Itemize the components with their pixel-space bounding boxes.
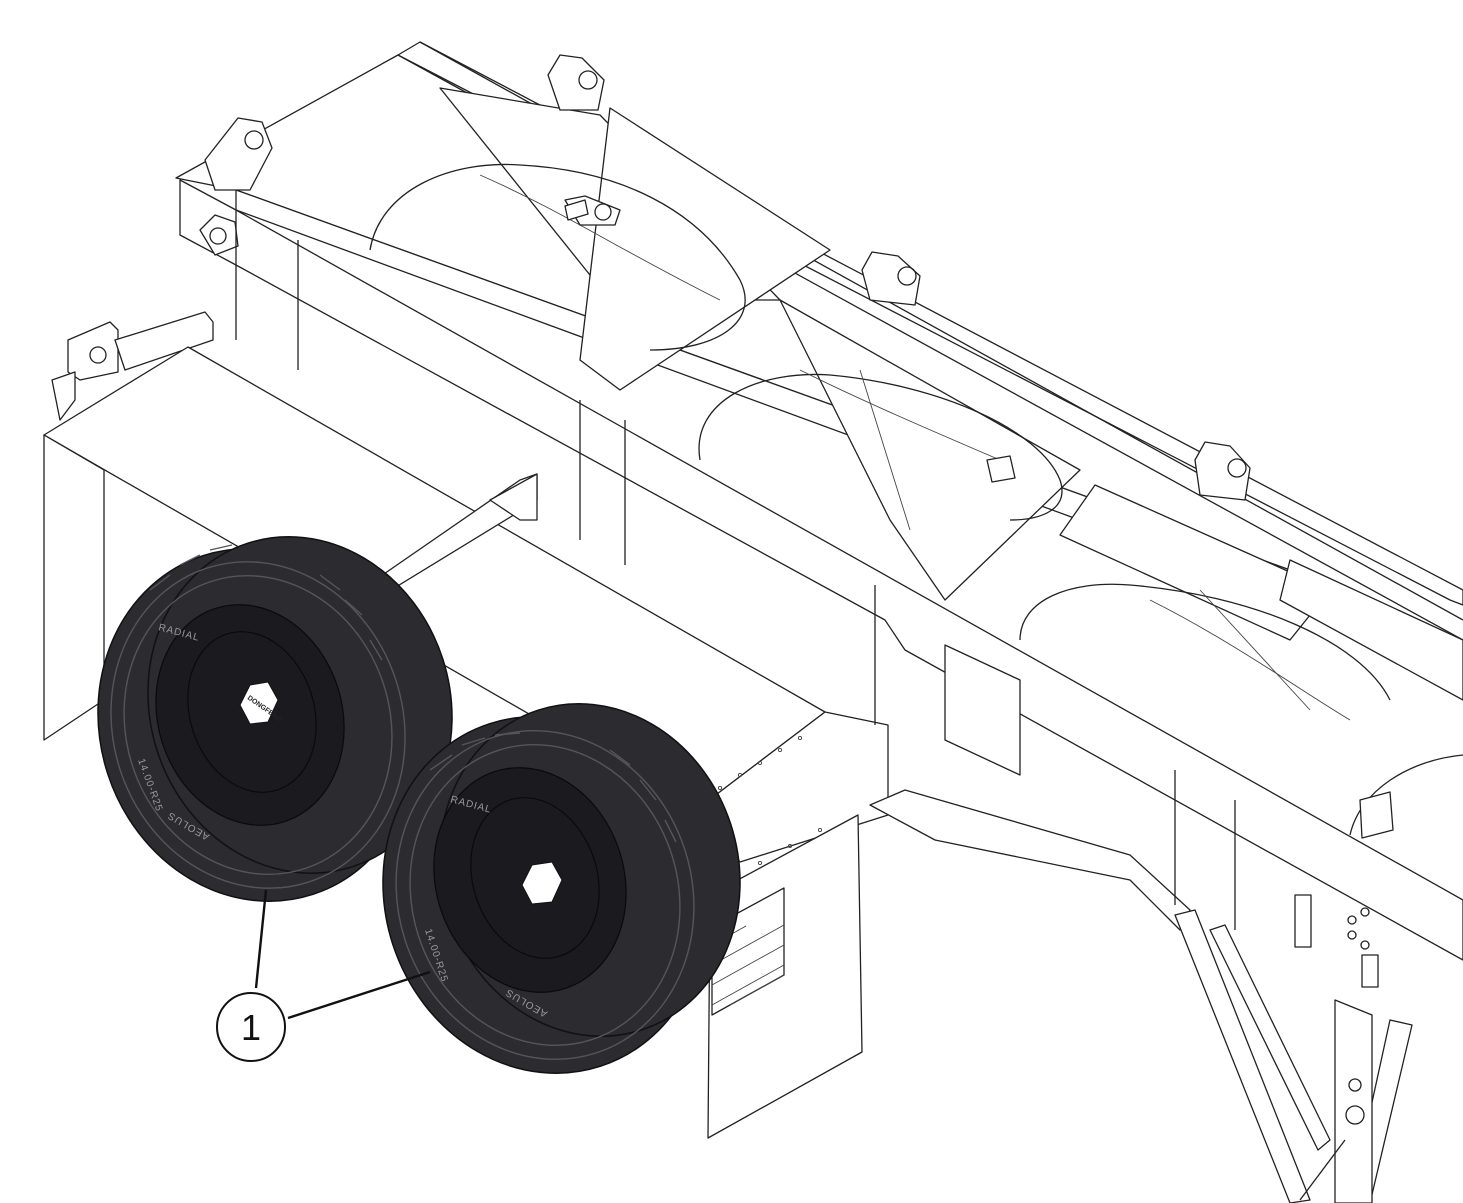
leader-line-rear-tire (254, 889, 268, 989)
callout-bubble (216, 992, 286, 1062)
fender (43, 346, 889, 1139)
leader-line-front-tire (287, 970, 431, 1020)
rear-stub-beam (51, 311, 214, 421)
cross-member-blocks (67, 199, 1394, 839)
tire-front: 14.00-R25 AEOLUS RADIAL (382, 703, 741, 1074)
callout-number: 1 (241, 1007, 261, 1048)
cradle-cutouts (369, 163, 1463, 836)
tire-rear: DONGFENG 14.00-R25 AEOLUS RADIAL (97, 536, 453, 902)
lifting-lugs (199, 54, 1251, 501)
suspension-beam (869, 644, 1413, 1203)
frame-web-plates (235, 210, 1379, 988)
callout-1: 1 (216, 889, 431, 1062)
